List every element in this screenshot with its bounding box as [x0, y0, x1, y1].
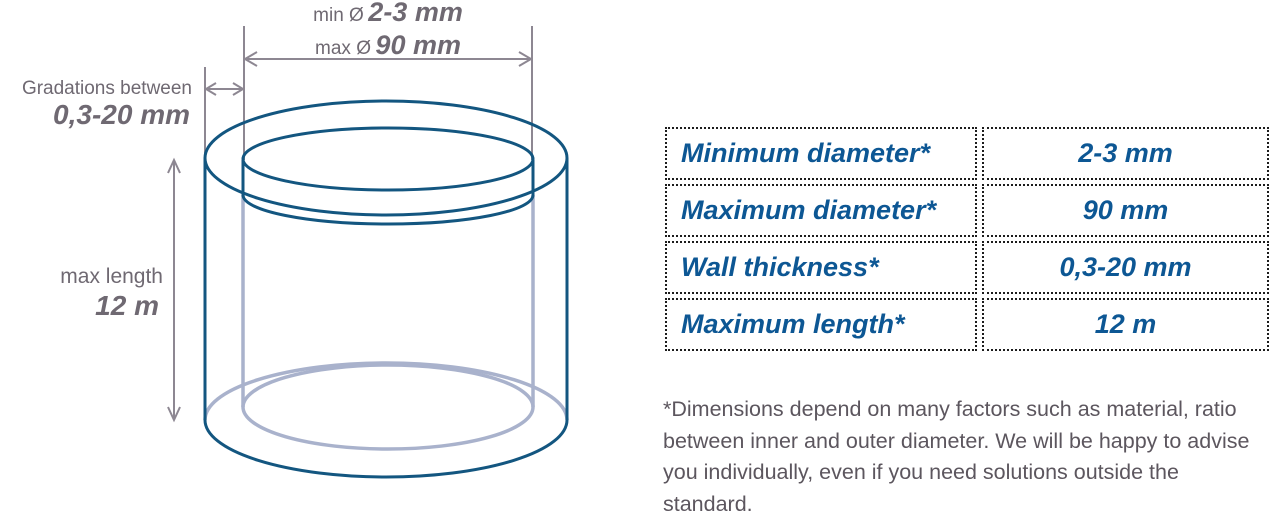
table-cell-value: 0,3-20 mm	[982, 241, 1269, 294]
max-diameter-prefix: max Ø	[315, 38, 371, 59]
tube-body	[203, 99, 569, 479]
length-arrow-up-icon	[167, 157, 181, 174]
max-diameter-value: 90 mm	[375, 30, 461, 60]
diameter-arrow-left-icon	[243, 51, 258, 67]
table-row: Maximum diameter* 90 mm	[665, 184, 1269, 237]
table-row: Wall thickness* 0,3-20 mm	[665, 241, 1269, 294]
table-cell-label: Wall thickness*	[665, 241, 977, 294]
diameter-dimension-label: min Ø 2-3 mm max Ø 90 mm	[244, 0, 532, 64]
bottom-inner-ellipse	[241, 363, 535, 451]
wall-arrow-right-icon	[232, 82, 245, 96]
table-cell-value: 2-3 mm	[982, 127, 1269, 180]
table-cell-value: 12 m	[982, 298, 1269, 351]
wall-arrow-left-icon	[204, 82, 217, 96]
bore-depth-arc	[241, 194, 535, 226]
spec-table: Minimum diameter* 2-3 mm Maximum diamete…	[665, 127, 1269, 351]
table-row: Minimum diameter* 2-3 mm	[665, 127, 1269, 180]
min-diameter-prefix: min Ø	[313, 5, 364, 26]
top-outer-ellipse	[203, 99, 569, 217]
dimensions-footnote: *Dimensions depend on many factors such …	[663, 397, 1250, 516]
table-cell-label: Minimum diameter*	[665, 127, 977, 180]
max-length-text: max length	[60, 265, 163, 288]
bottom-outer-front-arc	[203, 419, 569, 479]
top-inner-ellipse	[241, 126, 535, 192]
gradations-text: Gradations between	[21, 78, 192, 99]
bottom-outer-back-arc	[203, 361, 569, 421]
diameter-arrow-right-icon	[518, 51, 533, 67]
gradations-label: Gradations between 0,3-20 mm	[0, 78, 192, 130]
min-diameter-line: min Ø 2-3 mm	[244, 0, 532, 31]
max-diameter-line: max Ø 90 mm	[244, 31, 532, 64]
dimension-lines	[167, 26, 533, 423]
table-row: Maximum length* 12 m	[665, 298, 1269, 351]
tube-technical-drawing	[167, 26, 569, 479]
min-diameter-value: 2-3 mm	[368, 0, 463, 27]
gradations-value: 0,3-20 mm	[53, 99, 190, 130]
length-arrow-down-icon	[167, 406, 181, 423]
table-cell-label: Maximum diameter*	[665, 184, 977, 237]
max-length-value: 12 m	[95, 290, 159, 321]
max-length-label: max length 12 m	[20, 264, 163, 322]
table-cell-value: 90 mm	[982, 184, 1269, 237]
table-cell-label: Maximum length*	[665, 298, 977, 351]
